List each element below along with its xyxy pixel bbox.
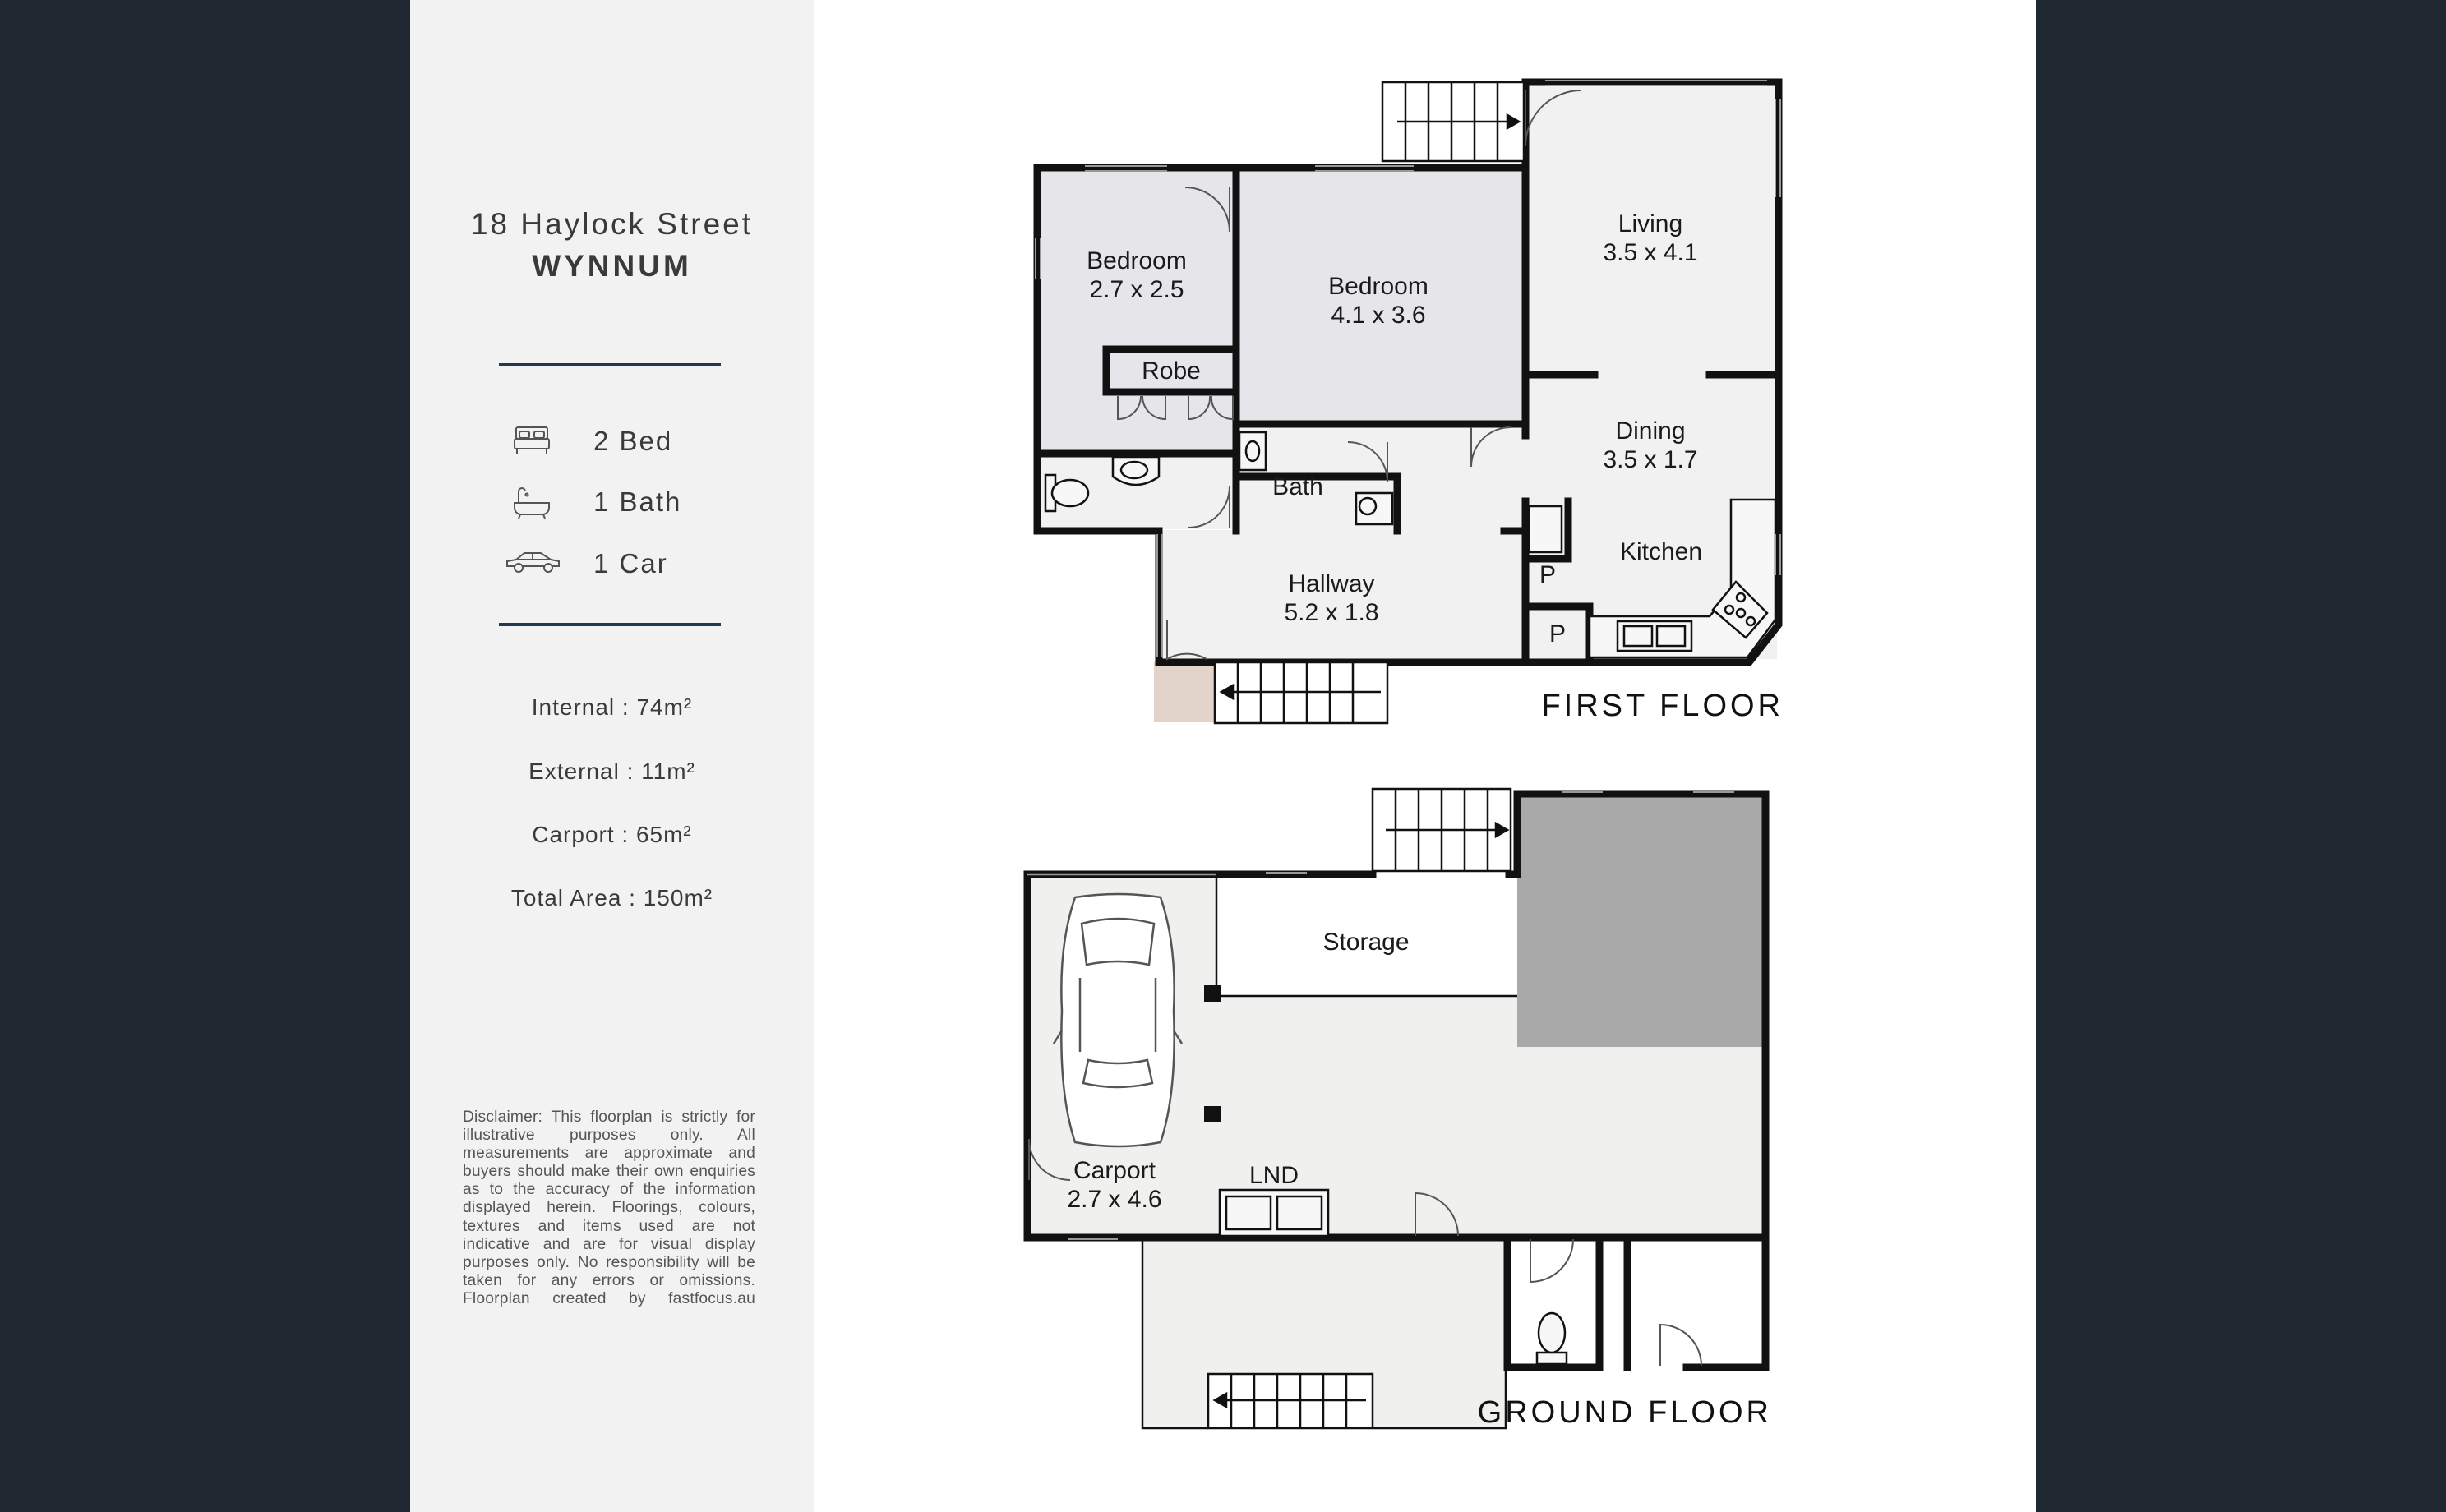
living-name: Living (1618, 210, 1682, 237)
pantry1-label: P (1539, 561, 1556, 588)
dining-name: Dining (1615, 417, 1685, 445)
area-total: Total Area : 150m² (510, 885, 713, 910)
bath-label: Bath (1272, 473, 1323, 500)
bathtub-icon (514, 487, 550, 519)
storage-label: Storage (1322, 929, 1409, 956)
bedroom1-size: 2.7 x 2.5 (1089, 276, 1184, 303)
car-icon (506, 552, 560, 573)
property-street: 18 Haylock Street (470, 207, 754, 241)
area-internal: Internal : 74m² (531, 694, 693, 720)
feature-bed-label: 2 Bed (593, 426, 673, 456)
pantry2-label: P (1549, 620, 1566, 648)
ground-floor-plan: Storage Carport 2.7 x 4.6 LND GROUND FLO… (1023, 787, 1772, 1430)
area-external: External : 11m² (528, 758, 695, 784)
first-floor-title: FIRST FLOOR (1541, 689, 1784, 723)
divider-top (499, 363, 721, 366)
dining-size: 3.5 x 1.7 (1603, 446, 1697, 473)
laundry-label: LND (1249, 1162, 1299, 1189)
carport-size: 2.7 x 4.6 (1067, 1186, 1161, 1213)
kitchen-label: Kitchen (1620, 538, 1702, 565)
feature-bath: 1 Bath (512, 482, 759, 523)
robe-label: Robe (1142, 357, 1201, 385)
bedroom2-name: Bedroom (1328, 273, 1428, 300)
property-suburb: WYNNUM (532, 249, 692, 283)
hallway-name: Hallway (1288, 570, 1374, 597)
living-size: 3.5 x 4.1 (1603, 239, 1697, 266)
feature-car: 1 Car (506, 543, 759, 584)
divider-bottom (499, 623, 721, 626)
feature-car-label: 1 Car (593, 548, 668, 579)
car-drawing (1052, 892, 1184, 1148)
bedroom2-size: 4.1 x 3.6 (1331, 302, 1425, 329)
carport-name: Carport (1073, 1157, 1156, 1184)
hallway-size: 5.2 x 1.8 (1284, 599, 1378, 626)
info-sidebar: 18 Haylock Street WYNNUM 2 Bed (410, 0, 814, 1512)
feature-bath-label: 1 Bath (593, 486, 682, 517)
bed-icon (514, 426, 550, 454)
feature-bed: 2 Bed (512, 421, 759, 462)
bedroom1-name: Bedroom (1087, 247, 1187, 274)
first-floor-plan: Bedroom 2.7 x 2.5 Bedroom 4.1 x 3.6 Livi… (1033, 78, 1784, 725)
area-carport: Carport : 65m² (532, 822, 692, 847)
ground-floor-title: GROUND FLOOR (1478, 1395, 1772, 1430)
disclaimer-text: Disclaimer: This floorplan is strictly f… (463, 1109, 755, 1307)
